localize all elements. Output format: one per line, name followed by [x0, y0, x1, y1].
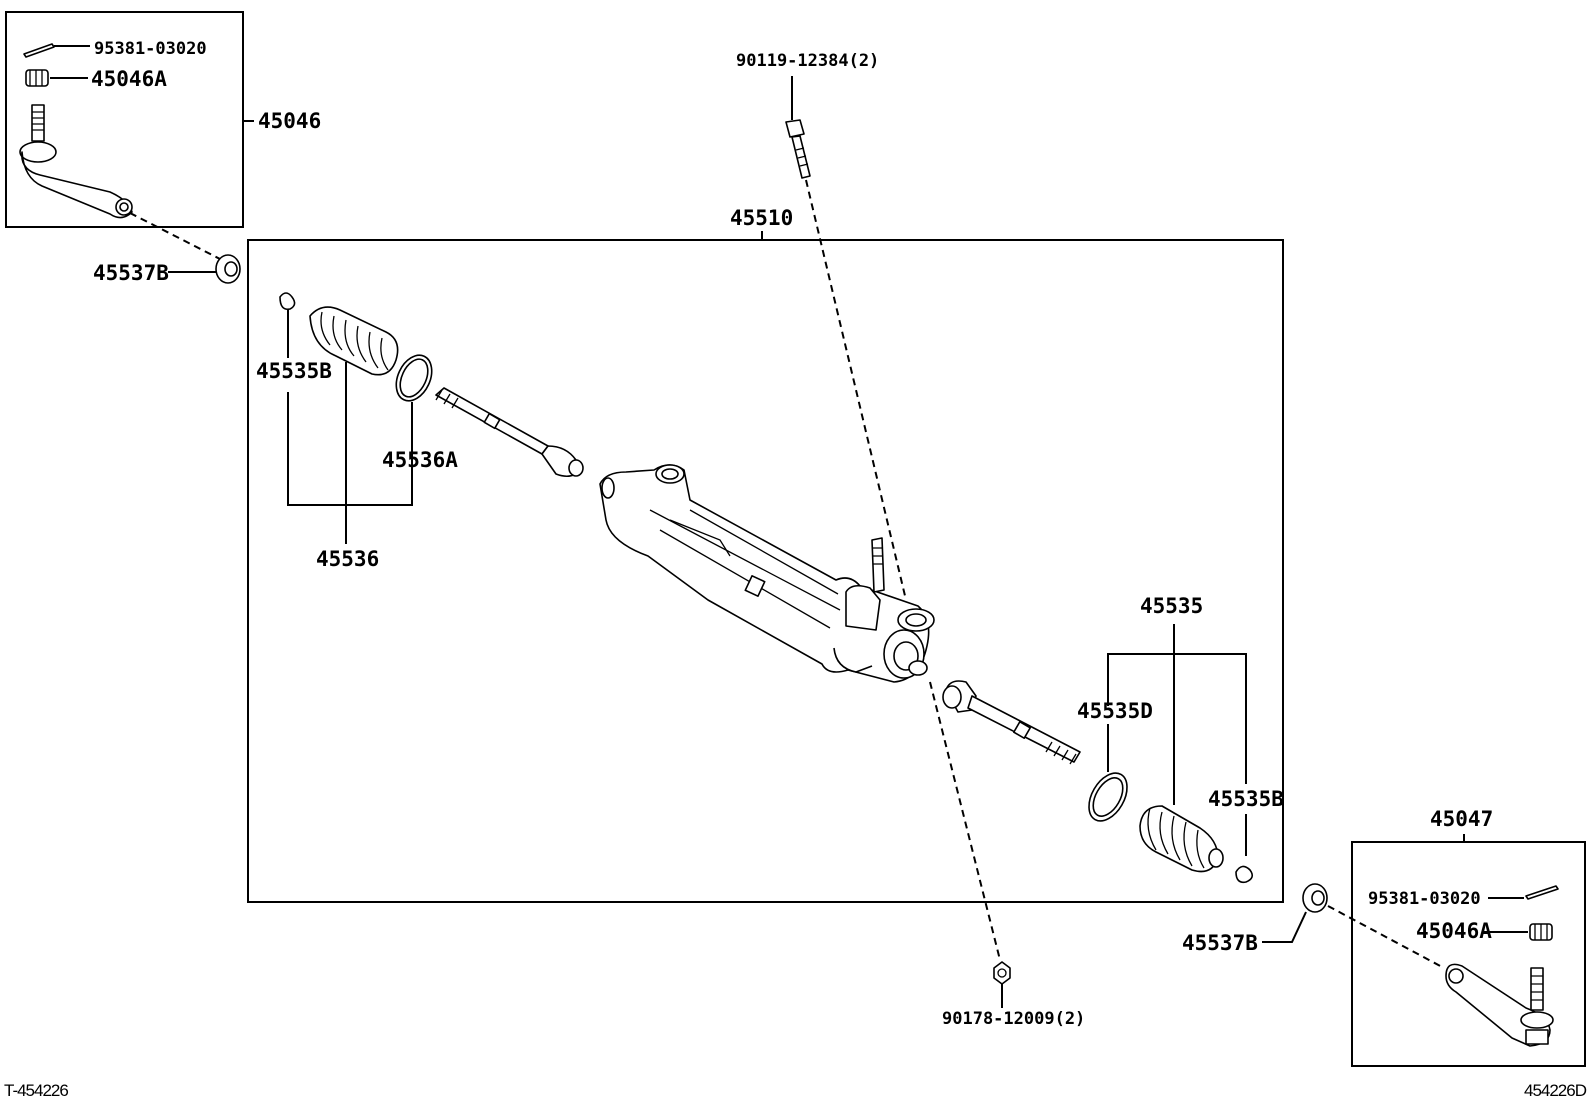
- label-nut-bottom: 90178-12009(2): [942, 1009, 1085, 1029]
- tie-rod-end-right-frame: [1351, 841, 1586, 1067]
- castle-nut-left: [25, 69, 88, 87]
- label-kit-right: 45535: [1140, 594, 1203, 618]
- label-washer-left: 45537B: [93, 261, 169, 285]
- label-bolt-top: 90119-12384(2): [736, 51, 879, 71]
- washer-left: [168, 254, 241, 284]
- boot-right: [1139, 805, 1224, 873]
- label-band-right: 45535D: [1077, 699, 1153, 723]
- label-pin-left: 95381-03020: [94, 39, 207, 59]
- nut-bottom: [993, 961, 1011, 1008]
- footer-left-code: T-454226: [4, 1081, 68, 1099]
- tie-rod-end-left: [19, 104, 133, 219]
- label-band-left: 45536A: [382, 448, 458, 472]
- label-nut-left: 45046A: [91, 67, 167, 91]
- washer-right: [1262, 883, 1328, 943]
- label-washer-right: 45537B: [1182, 931, 1258, 955]
- label-pin-right: 95381-03020: [1368, 889, 1481, 909]
- label-boot-left-kit: 45536: [316, 547, 379, 571]
- boot-left: [309, 306, 399, 544]
- label-clip-left: 45535B: [256, 359, 332, 383]
- clip-left: [279, 292, 413, 506]
- label-nut-right: 45046A: [1416, 919, 1492, 943]
- bolt-top: [785, 119, 811, 179]
- band-left: [395, 354, 433, 440]
- cotter-pin-left: [23, 43, 90, 58]
- cotter-pin-right: [1488, 885, 1559, 900]
- castle-nut-right: [1484, 923, 1553, 941]
- label-box-right: 45047: [1430, 807, 1493, 831]
- tie-rod-right: [942, 680, 1081, 765]
- clip-right: [1235, 865, 1254, 884]
- tie-rod-end-right: [1445, 963, 1554, 1047]
- band-right: [1088, 772, 1128, 822]
- label-assembly: 45510: [730, 206, 793, 230]
- steering-rack-housing: [599, 464, 935, 683]
- label-clip-right: 45535B: [1208, 787, 1284, 811]
- label-box-left: 45046: [258, 109, 321, 133]
- rack-assembly-frame: [247, 239, 1284, 903]
- tie-rod-left: [435, 387, 584, 478]
- footer-right-code: 454226D: [1524, 1081, 1587, 1099]
- tie-rod-end-left-frame: [5, 11, 244, 228]
